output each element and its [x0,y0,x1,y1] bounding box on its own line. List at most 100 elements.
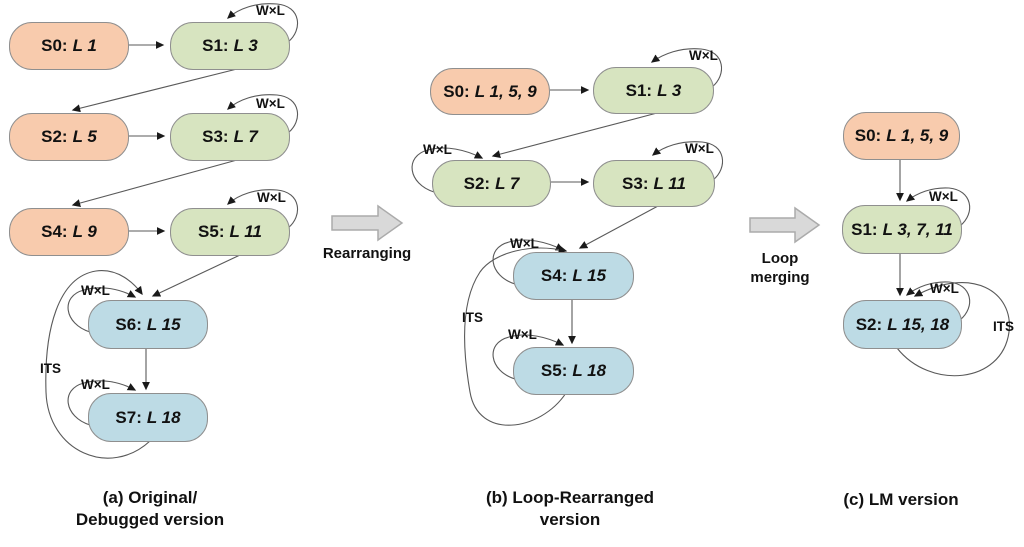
state-node-b-s1: S1: L 3 [593,67,714,114]
edge-b-s3-selfloop [651,141,724,181]
state-node-b-s3: S3: L 11 [593,160,715,207]
panel-a-caption-line1: (a) Original/ [102,488,198,507]
wxl-label: W×L [81,377,110,392]
wxl-label: W×L [929,189,958,204]
state-node-b-s0: S0: L 1, 5, 9 [430,68,550,115]
edge-a-s3-selfloop [227,94,299,134]
its-label: ITS [993,319,1015,334]
state-id: S4: [41,222,68,241]
state-id: S1: [851,219,878,239]
state-id: S1: [202,36,229,55]
panel-c-caption: (c) LM version [781,489,1021,511]
loop-merging-label: Loop merging [730,249,830,287]
state-lines: L 3, 7, 11 [882,219,953,239]
edge-a-s1-s2 [71,68,238,113]
panel-c-caption-line1: (c) LM version [843,490,959,509]
state-id: S5: [198,222,225,241]
state-lines: L 15, 18 [887,314,950,334]
state-id: S5: [540,361,568,380]
state-id: S0: [443,81,470,101]
state-lines: L 3 [233,36,258,55]
edge-a-s5-selfloop [227,189,299,229]
state-node-b-s2: S2: L 7 [432,160,551,207]
wxl-label: W×L [81,283,110,298]
its-label: ITS [462,310,484,325]
wxl-label: W×L [256,96,285,111]
state-id: S2: [855,314,883,334]
state-node-a-s5: S5: L 11 [170,208,290,256]
state-id: S4: [540,266,568,285]
rearranging-label: Rearranging [322,245,412,262]
loop-merging-block-arrow [749,206,821,244]
state-node-c-s1: S1: L 3, 7, 11 [842,205,962,254]
state-node-a-s1: S1: L 3 [170,22,290,70]
edge-c-s2-its [896,281,1010,377]
state-lines: L 11 [653,173,686,193]
edge-b-s5-selfloop [492,334,565,380]
state-lines: L 1, 5, 9 [474,81,537,101]
transform-arrows [331,204,821,244]
edge-a-s1-selfloop [227,3,299,43]
panel-b-caption: (b) Loop-Rearranged version [450,487,690,531]
state-id: S7: [115,407,142,427]
state-id: S0: [854,126,882,145]
state-lines: L 9 [72,222,97,241]
its-label: ITS [40,361,62,376]
state-lines: L 7 [233,127,258,146]
edge-b-s1-s2 [491,112,658,159]
state-lines: L 18 [572,361,607,380]
panel-b-caption-line2: version [539,510,601,529]
state-node-c-s2: S2: L 15, 18 [843,300,962,349]
state-lines: L 11 [229,222,262,241]
state-node-a-s4: S4: L 9 [9,208,129,256]
wxl-label: W×L [508,327,537,342]
state-id: S3: [622,173,649,193]
edge-b-s3-s4 [578,205,659,249]
edge-b-s2-selfloop [411,147,484,193]
wxl-label: W×L [510,236,539,251]
state-node-a-s7: S7: L 18 [88,393,208,442]
wxl-label: W×L [257,190,286,205]
state-id: S2: [463,173,491,193]
edge-a-s5-s6 [151,254,241,297]
edge-b-s1-selfloop [650,48,723,88]
wxl-label: W×L [930,281,959,296]
state-node-a-s6: S6: L 15 [88,300,208,349]
state-lines: L 1, 5, 9 [886,126,949,145]
edge-a-s6-selfloop [67,287,137,333]
state-node-a-s3: S3: L 7 [170,113,290,161]
panel-b-edges [411,48,724,426]
state-id: S1: [625,80,653,100]
edge-b-s5-s4-its [464,245,568,426]
panel-a-caption-line2: Debugged version [75,510,225,529]
edge-c-s2-selfloop [905,281,971,321]
state-node-b-s5: S5: L 18 [513,347,634,395]
state-id: S0: [41,36,68,55]
state-id: S3: [202,127,229,146]
panel-a-caption: (a) Original/ Debugged version [30,487,270,531]
panel-c-edges [896,159,1010,377]
state-node-c-s0: S0: L 1, 5, 9 [843,112,960,160]
panel-a-edges [45,3,299,459]
wxl-label: W×L [685,141,714,156]
state-lines: L 3 [657,80,682,100]
state-lines: L 5 [72,127,97,146]
state-lines: L 1 [72,36,97,55]
edge-c-s1-selfloop [905,187,971,227]
state-lines: L 7 [495,173,520,193]
state-id: S2: [41,127,68,146]
state-node-a-s2: S2: L 5 [9,113,129,161]
edge-a-s7-s6-its [45,270,151,459]
wxl-label: W×L [423,142,452,157]
edge-a-s7-selfloop [67,380,137,426]
state-node-b-s4: S4: L 15 [513,252,634,300]
rearranging-block-arrow [331,204,404,242]
state-node-a-s0: S0: L 1 [9,22,129,70]
loop-merging-label-line1: Loop [761,250,799,267]
edge-b-s4-selfloop [492,239,565,285]
state-id: S6: [115,314,142,334]
state-lines: L 15 [572,266,607,285]
edge-a-s3-s4 [71,159,238,207]
